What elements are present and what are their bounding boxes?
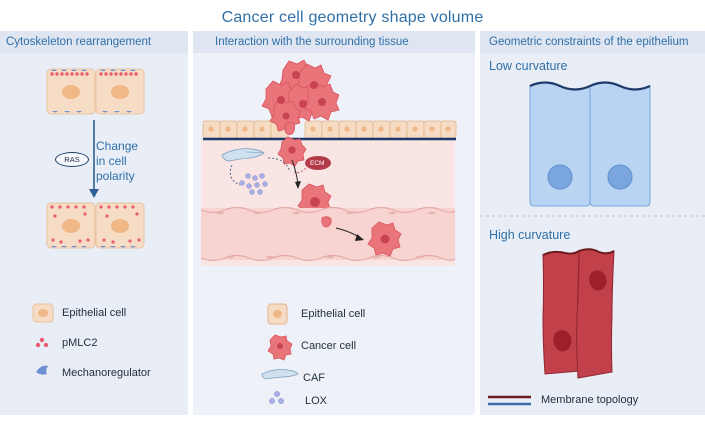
epithelial-cells-after: [46, 202, 145, 249]
membrane-topology-legend-icon: [488, 395, 531, 406]
arrow-head-icon: [89, 189, 99, 198]
legend-membrane-topology: Membrane topology: [541, 394, 639, 406]
epithelial-cell-legend-icon: [32, 303, 54, 323]
low-curvature-label: Low curvature: [489, 59, 568, 73]
ecm-label: ECM: [310, 160, 325, 167]
legend-mechanoregulator: Mechanoregulator: [62, 367, 151, 379]
legend-epithelial-cell: Epithelial cell: [62, 307, 127, 319]
change-polarity-text: Change in cell polarity: [96, 139, 139, 183]
tissue-scene: [200, 59, 457, 266]
mechanoregulator-marks-bottom: [51, 246, 136, 248]
diagram-title: Cancer cell geometry shape volume: [221, 9, 484, 26]
lox-legend-icon: [269, 391, 284, 404]
low-curvature-cells: [529, 81, 651, 207]
pmlc2-legend-icon: [35, 337, 49, 348]
legend-caf: CAF: [303, 372, 325, 384]
legend-cancer-cell: Cancer cell: [301, 340, 357, 352]
high-curvature-label: High curvature: [489, 228, 571, 242]
legend-lox: LOX: [305, 395, 328, 407]
caf-cell: [221, 148, 265, 162]
legend-epithelial-cell-2: Epithelial cell: [301, 308, 366, 320]
panel-header-constraints: Geometric constraints of the epithelium: [480, 31, 705, 53]
pmlc2-dots-top: [50, 72, 138, 76]
lox-cluster: [239, 173, 268, 195]
cancer-cell-legend-icon: [267, 334, 293, 361]
panel-header-cytoskeleton: Cytoskeleton rearrangement: [0, 31, 188, 53]
pmlc2-dots-bottom: [50, 205, 141, 244]
epithelial-cell-legend-icon-2: [267, 303, 288, 325]
caf-legend-icon: [261, 369, 299, 380]
ras-badge: RAS: [55, 152, 89, 167]
mechanoregulator-marks-top: [51, 69, 136, 113]
epithelial-cells-before: [46, 68, 145, 115]
high-curvature-cells: [542, 248, 615, 379]
panel-header-interaction: Interaction with the surrounding tissue: [193, 31, 475, 53]
ecm-badge: [305, 156, 331, 170]
legend-pmlc2: pMLC2: [62, 337, 98, 349]
mechanoregulator-legend-icon: [36, 365, 48, 375]
